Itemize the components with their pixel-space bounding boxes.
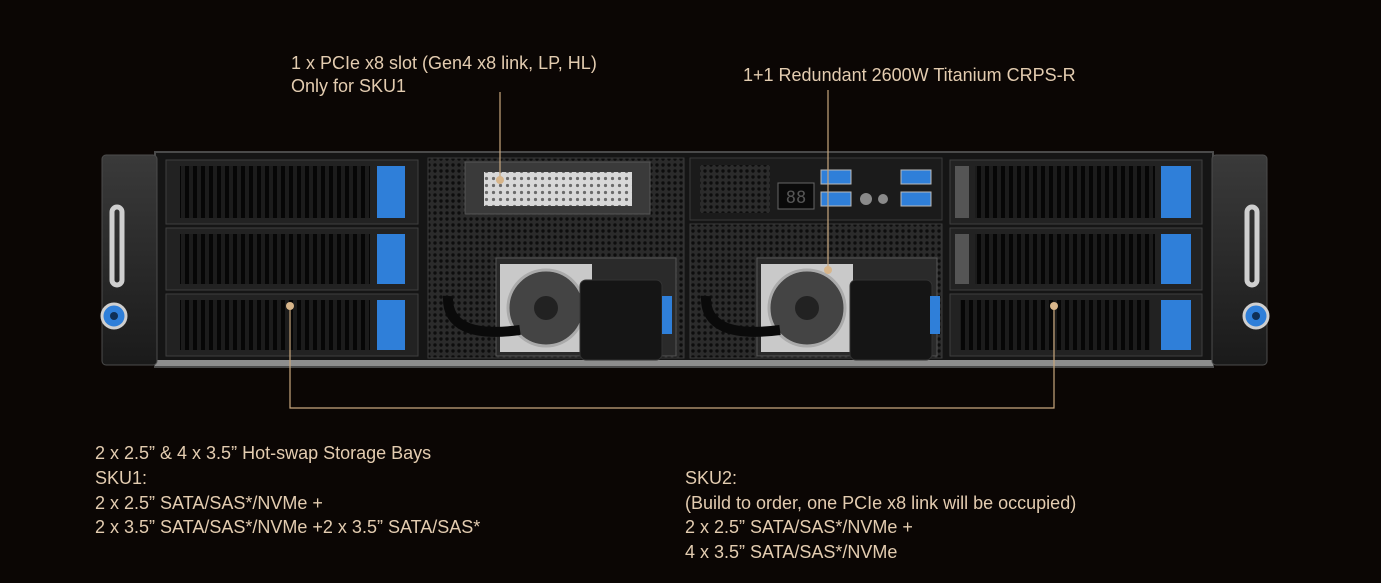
usb-port bbox=[900, 191, 932, 207]
callout-dot bbox=[496, 176, 504, 184]
sku1-title: SKU1: bbox=[95, 468, 148, 488]
sku1-line1: 2 x 2.5” SATA/SAS*/NVMe + bbox=[95, 492, 323, 513]
right-handle bbox=[1244, 204, 1260, 288]
usb-port bbox=[900, 169, 932, 185]
storage-callout-label: 2 x 2.5” & 4 x 3.5” Hot-swap Storage Bay… bbox=[95, 443, 432, 463]
debug-display-digits: 88 bbox=[786, 188, 806, 208]
drive-bay bbox=[949, 227, 1203, 291]
sku1-line2: 2 x 3.5” SATA/SAS*/NVMe +2 x 3.5” SATA/S… bbox=[95, 517, 481, 537]
sku2-title: SKU2: bbox=[685, 468, 738, 488]
psu-left bbox=[442, 257, 677, 361]
sku2-spec: SKU2: (Build to order, one PCIe x8 link … bbox=[685, 466, 1076, 564]
sku2-line3: 4 x 3.5” SATA/SAS*/NVMe bbox=[685, 541, 898, 562]
psu-right bbox=[700, 257, 940, 361]
right-drive-bays bbox=[949, 159, 1203, 357]
drive-bay bbox=[949, 159, 1203, 225]
callout-dot bbox=[1050, 302, 1058, 310]
pcie-callout-label: 1 x PCIe x8 slot (Gen4 x8 link, LP, HL) … bbox=[291, 52, 597, 98]
chassis-bottom-edge bbox=[155, 360, 1213, 366]
sku1-spec: SKU1: 2 x 2.5” SATA/SAS*/NVMe + 2 x 3.5”… bbox=[95, 466, 480, 540]
left-handle bbox=[109, 204, 125, 288]
usb-port bbox=[820, 169, 852, 185]
psu-callout-label: 1+1 Redundant 2600W Titanium CRPS-R bbox=[743, 65, 1076, 85]
callout-lines bbox=[289, 90, 1055, 409]
callout-dot bbox=[824, 266, 832, 274]
sku2-line1: (Build to order, one PCIe x8 link will b… bbox=[685, 492, 1077, 513]
io-panel: 88 bbox=[689, 157, 943, 221]
callout-dots bbox=[286, 176, 1058, 310]
power-button bbox=[860, 193, 872, 205]
right-rack-ear bbox=[1211, 154, 1270, 366]
sku2-line2: 2 x 2.5” SATA/SAS*/NVMe + bbox=[685, 517, 913, 537]
pcie-callout-line1: 1 x PCIe x8 slot (Gen4 x8 link, LP, HL) bbox=[291, 53, 597, 73]
drive-bay bbox=[165, 159, 419, 225]
storage-callout-line bbox=[289, 306, 1055, 409]
pcie-slot-bracket bbox=[464, 161, 651, 215]
usb-port bbox=[820, 191, 852, 207]
left-rack-ear bbox=[100, 154, 158, 366]
drive-bay bbox=[949, 293, 1203, 357]
id-button bbox=[878, 194, 888, 204]
pcie-callout-line2: Only for SKU1 bbox=[291, 76, 407, 96]
drive-bay bbox=[165, 227, 419, 291]
callout-dot bbox=[286, 302, 294, 310]
left-drive-bays bbox=[165, 159, 419, 357]
